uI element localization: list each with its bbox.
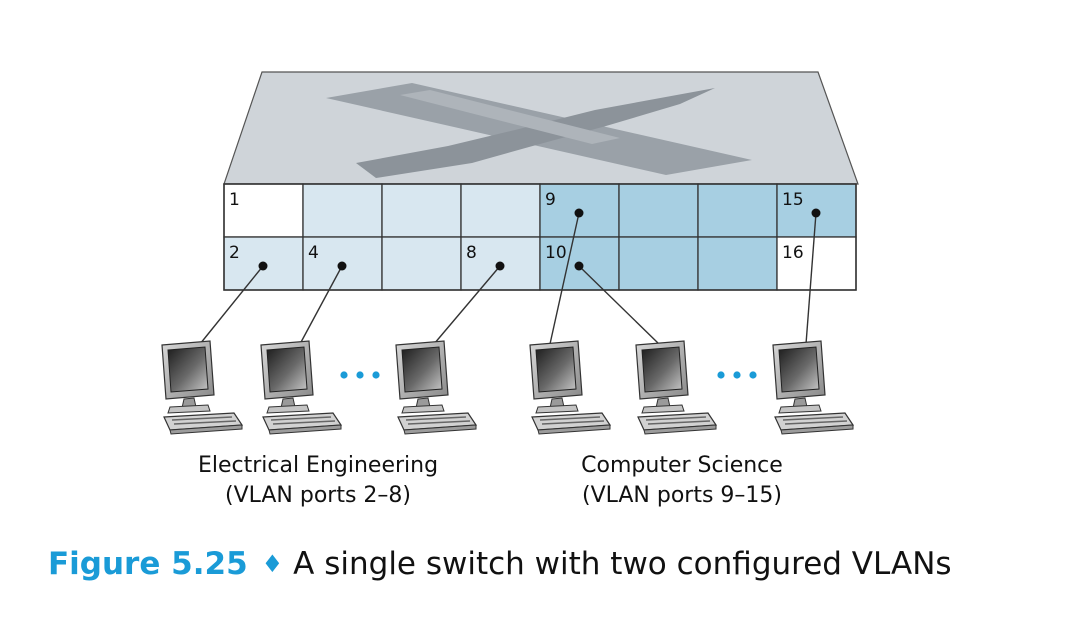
cable-line: [578, 265, 660, 345]
ee-group-ports: (VLAN ports 2–8): [225, 483, 411, 508]
cable-group: [199, 208, 821, 345]
ellipsis-ee-icon: [340, 371, 380, 379]
port-panel: 1 9 15 2 4 8 10 16: [223, 183, 857, 291]
port-cell: [697, 236, 778, 291]
ee-group-title: Electrical Engineering: [198, 453, 438, 478]
pc-cs-port15-icon: [772, 340, 854, 435]
port-cell: 16: [776, 236, 857, 291]
port-connection-dot: [337, 261, 347, 271]
diamond-icon: ♦: [261, 550, 284, 578]
port-cell: [618, 236, 699, 291]
port-connection-dot: [495, 261, 505, 271]
port-number: 15: [782, 190, 804, 210]
port-cell: 1: [223, 183, 304, 238]
pc-cs-port10-icon: [635, 340, 717, 435]
switch-logo-icon: [326, 83, 752, 178]
cable-line: [299, 265, 343, 345]
port-cell: [697, 183, 778, 238]
figure-number: Figure 5.25: [48, 546, 248, 582]
cs-group-ports: (VLAN ports 9–15): [582, 483, 782, 508]
cable-line: [805, 212, 817, 345]
port-number: 10: [545, 243, 567, 263]
pc-ee-port8-icon: [395, 340, 477, 435]
cable-line: [433, 265, 501, 345]
port-connection-dot: [258, 261, 268, 271]
port-number: 1: [229, 190, 240, 210]
pc-ee-port4-icon: [260, 340, 342, 435]
port-cell: [381, 183, 462, 238]
cable-line: [549, 212, 580, 345]
figure-caption: Figure 5.25 ♦ A single switch with two con…: [48, 546, 952, 582]
port-number: 16: [782, 243, 804, 263]
port-connection-dot: [811, 208, 821, 218]
port-cell: [618, 183, 699, 238]
port-cell: [381, 236, 462, 291]
cable-line: [199, 265, 264, 345]
pc-cs-port9-icon: [529, 340, 611, 435]
port-number: 2: [229, 243, 240, 263]
port-cell: 2: [223, 236, 304, 291]
port-cell: [460, 183, 541, 238]
port-connection-dot: [574, 261, 584, 271]
cs-group-title: Computer Science: [581, 453, 783, 478]
caption-text: A single switch with two configured VLAN…: [293, 546, 952, 582]
ellipsis-cs-icon: [717, 371, 757, 379]
port-number: 8: [466, 243, 477, 263]
port-number: 9: [545, 190, 556, 210]
port-cell: [302, 183, 383, 238]
port-number: 4: [308, 243, 319, 263]
port-connection-dot: [574, 208, 584, 218]
pc-ee-port2-icon: [161, 340, 243, 435]
